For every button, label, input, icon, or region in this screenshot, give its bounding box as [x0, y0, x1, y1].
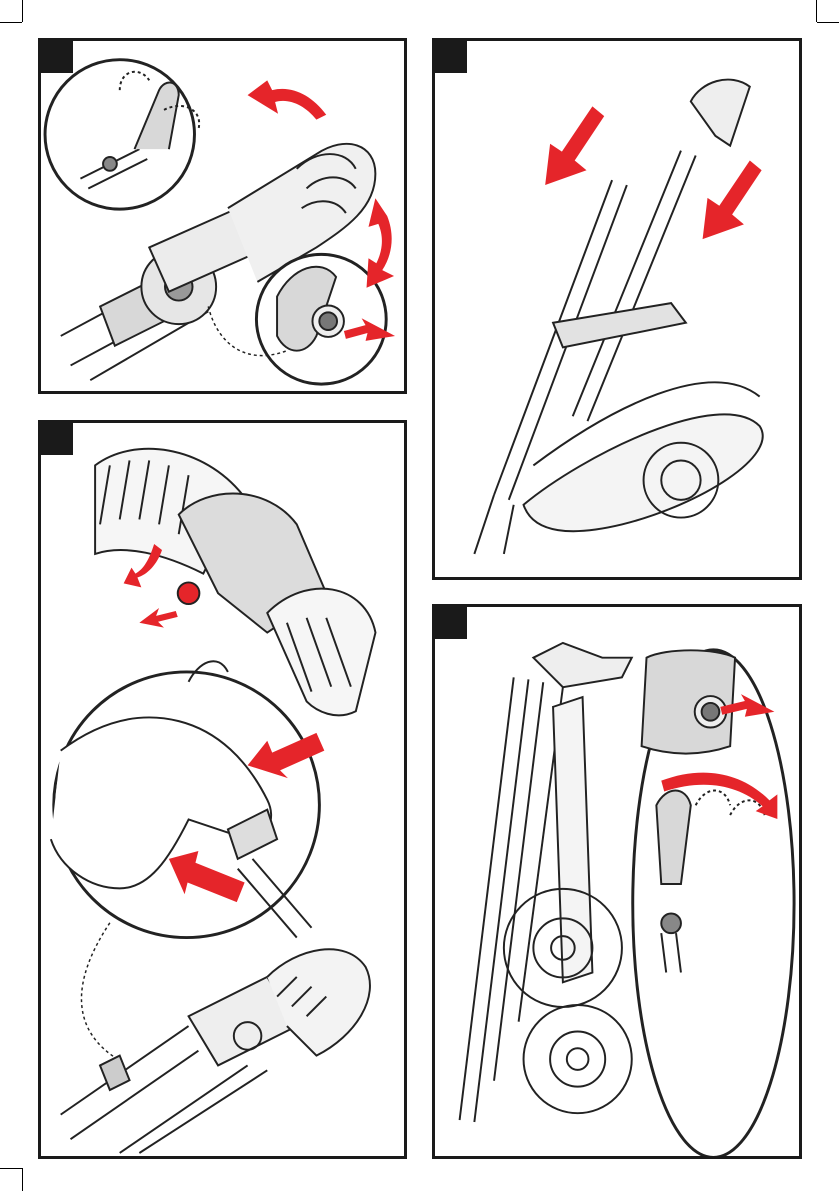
step-1-panel: [38, 38, 407, 394]
step-4-number-tab: [435, 607, 467, 639]
step-3-number-tab: [41, 423, 73, 455]
step-4-panel: [432, 604, 802, 1159]
step-1-number-tab: [41, 41, 73, 73]
crop-mark: [816, 0, 817, 22]
stroller-push-down-illustration: [435, 41, 799, 577]
button-and-ring-release-illustration: [41, 423, 404, 1156]
folded-stroller-illustration: [435, 607, 799, 1156]
crop-mark: [0, 22, 22, 23]
crop-mark: [22, 1168, 23, 1191]
crop-mark: [817, 22, 839, 23]
crop-mark: [0, 1168, 22, 1169]
step-2-number-tab: [435, 41, 467, 73]
crop-mark: [22, 0, 23, 22]
step-2-panel: [432, 38, 802, 580]
step-3-panel: [38, 420, 407, 1159]
handlebar-fold-release-illustration: [41, 41, 404, 391]
